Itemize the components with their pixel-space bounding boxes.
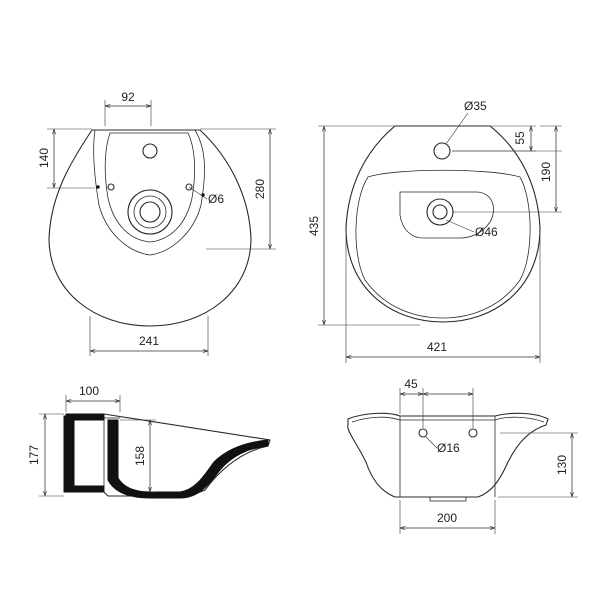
drain-inner	[139, 201, 161, 223]
dim-label-130: 130	[555, 455, 569, 475]
label-d6: Ø6	[208, 192, 224, 206]
section-shell	[103, 413, 271, 497]
rear-view: 45 Ø16 130 200	[347, 377, 578, 534]
section-view: 100 177 158	[27, 384, 271, 499]
bowl-rim-inner	[355, 169, 531, 319]
drain-mid	[133, 195, 167, 229]
fixing-hole-left	[107, 183, 115, 191]
dim-label-177: 177	[27, 445, 41, 465]
rear-drain-stub	[429, 496, 467, 502]
plan-view-left: 92 140 280 Ø6 241	[37, 90, 276, 356]
label-d16: Ø16	[437, 441, 460, 455]
leader-d16	[425, 436, 438, 449]
leader-d46	[445, 219, 475, 233]
label-d46: Ø46	[475, 225, 498, 239]
wall-mark-left	[96, 185, 100, 189]
dim-label-100: 100	[79, 384, 99, 398]
rear-top-lip	[351, 416, 545, 423]
drain-inner-right	[432, 204, 448, 220]
plan-view-right: Ø35 435 55 190 Ø46 421	[307, 99, 562, 363]
dim-label-55: 55	[513, 131, 527, 145]
basin-outline-left	[48, 129, 252, 327]
mounting-plate-outer	[93, 129, 205, 256]
section-body	[65, 413, 105, 493]
drain-recess	[399, 191, 494, 239]
dim-label-241: 241	[139, 334, 159, 348]
dim-label-280: 280	[253, 179, 267, 199]
dim-label-435: 435	[307, 216, 321, 236]
overflow-hole-top	[142, 143, 158, 159]
dim-label-190: 190	[539, 162, 553, 182]
dim-label-158: 158	[133, 446, 147, 466]
tap-hole	[433, 142, 451, 160]
dim-label-140: 140	[37, 148, 51, 168]
leader-d6	[188, 186, 208, 200]
leader-d35	[445, 112, 469, 145]
section-bowl-wall	[107, 419, 269, 499]
dim-label-92: 92	[121, 90, 135, 104]
basin-outline-right	[345, 125, 541, 323]
dim-label-421: 421	[427, 340, 447, 354]
dim-label-200: 200	[437, 511, 457, 525]
rear-fixing-hole-left	[418, 428, 428, 438]
mounting-plate-inner	[104, 132, 196, 243]
label-d35: Ø35	[464, 99, 487, 113]
dim-label-45: 45	[404, 377, 418, 391]
rear-outline	[347, 412, 549, 498]
rear-fixing-hole-right	[468, 428, 478, 438]
